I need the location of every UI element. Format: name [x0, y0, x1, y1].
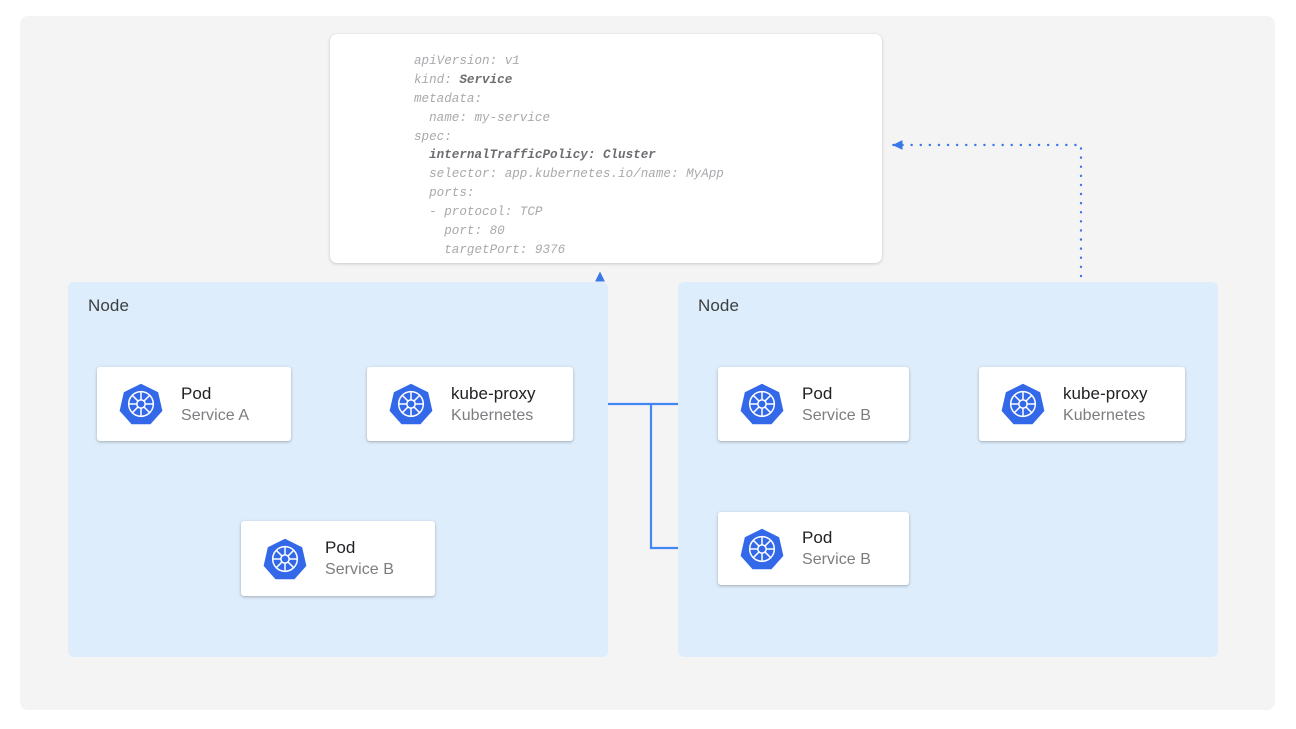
card-title: Pod	[181, 383, 212, 403]
manifest-line-text: port: 80	[414, 224, 505, 239]
card-title: Pod	[802, 528, 833, 547]
manifest-line-emphasis: Service	[459, 72, 513, 87]
manifest-line-text: - protocol: TCP	[414, 205, 543, 220]
manifest-line: kind: Service	[414, 71, 724, 90]
node-label-left: Node	[88, 296, 130, 315]
kubernetes-icon	[740, 527, 784, 571]
manifest-line-text: metadata:	[414, 91, 483, 106]
card-text: Pod Service B	[325, 537, 394, 580]
card-subtitle: Kubernetes	[451, 406, 534, 424]
node-label-right: Node	[698, 296, 740, 315]
card-text: kube-proxy Kubernetes	[451, 383, 536, 426]
card-title: kube-proxy	[1063, 383, 1148, 403]
manifest-line-text: ports:	[414, 186, 475, 201]
manifest-line: targetPort: 9376	[414, 241, 724, 260]
card-subtitle: Service B	[802, 406, 871, 424]
manifest-line: name: my-service	[414, 109, 724, 128]
kubernetes-icon	[740, 382, 784, 426]
manifest-line-text: name: my-service	[414, 110, 551, 125]
card-subtitle: Service B	[325, 561, 394, 578]
manifest-line-emphasis: internalTrafficPolicy: Cluster	[429, 148, 656, 163]
manifest-line-text: apiVersion: v1	[414, 54, 520, 68]
card-kube-proxy-right[interactable]: kube-proxy Kubernetes	[979, 367, 1185, 441]
kubernetes-icon	[263, 537, 307, 581]
card-title: Pod	[325, 538, 356, 557]
kubernetes-icon	[1001, 382, 1045, 426]
kubernetes-icon	[389, 382, 433, 426]
card-title: kube-proxy	[451, 383, 536, 403]
card-pod-service-b-local[interactable]: Pod Service B	[241, 521, 435, 596]
card-kube-proxy-left[interactable]: kube-proxy Kubernetes	[367, 367, 573, 441]
manifest-line: internalTrafficPolicy: Cluster	[414, 146, 724, 165]
card-title: Pod	[802, 383, 833, 403]
card-subtitle: Service B	[802, 551, 871, 568]
card-subtitle: Kubernetes	[1063, 406, 1146, 424]
manifest-line-text: selector: app.kubernetes.io/name: MyApp	[414, 167, 724, 182]
manifest-line: apiVersion: v1	[414, 52, 724, 71]
manifest-line-text: spec:	[414, 129, 452, 144]
card-text: Pod Service B	[802, 527, 871, 570]
card-pod-service-b-remote-bottom[interactable]: Pod Service B	[718, 512, 909, 585]
manifest-line-text	[414, 148, 429, 162]
card-pod-service-b-remote-top[interactable]: Pod Service B	[718, 367, 909, 441]
manifest-line: metadata:	[414, 90, 724, 109]
manifest-line: port: 80	[414, 222, 724, 241]
kubernetes-icon	[119, 382, 163, 426]
node-group-left: Node	[68, 282, 608, 657]
card-text: Pod Service B	[802, 383, 871, 426]
card-subtitle: Service A	[181, 406, 250, 424]
manifest-line: ports:	[414, 184, 724, 203]
manifest-line: selector: app.kubernetes.io/name: MyApp	[414, 165, 724, 184]
node-group-right: Node	[678, 282, 1218, 657]
card-text: Pod Service A	[181, 383, 249, 426]
card-pod-service-a[interactable]: Pod Service A	[97, 367, 291, 441]
manifest-line-text: targetPort: 9376	[414, 242, 566, 257]
manifest-line: - protocol: TCP	[414, 203, 724, 222]
card-text: kube-proxy Kubernetes	[1063, 383, 1148, 426]
manifest-line-text: kind:	[414, 72, 460, 87]
manifest-line: spec:	[414, 128, 724, 147]
